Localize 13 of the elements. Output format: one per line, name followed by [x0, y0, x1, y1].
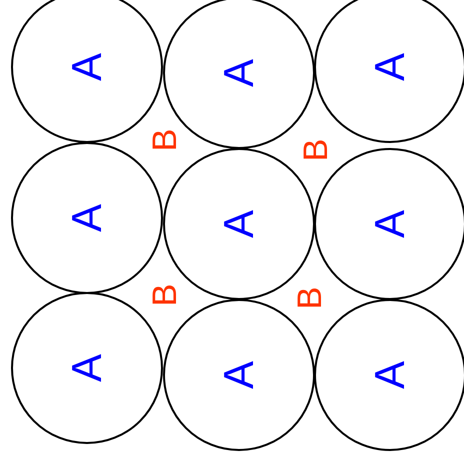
circle-label: A [66, 354, 108, 382]
circle-label: A [218, 59, 260, 87]
circle-label: A [369, 210, 411, 238]
circle-label: A [369, 53, 411, 81]
circle-label: A [66, 53, 108, 81]
circle-label: A [369, 361, 411, 389]
gap-label: B [148, 284, 182, 306]
gap-label: B [299, 138, 333, 162]
gap-label: B [148, 128, 182, 152]
circle-label: A [218, 210, 260, 238]
circle-label: A [218, 361, 260, 389]
circle-label: A [66, 204, 108, 232]
gap-label: B [293, 286, 327, 310]
